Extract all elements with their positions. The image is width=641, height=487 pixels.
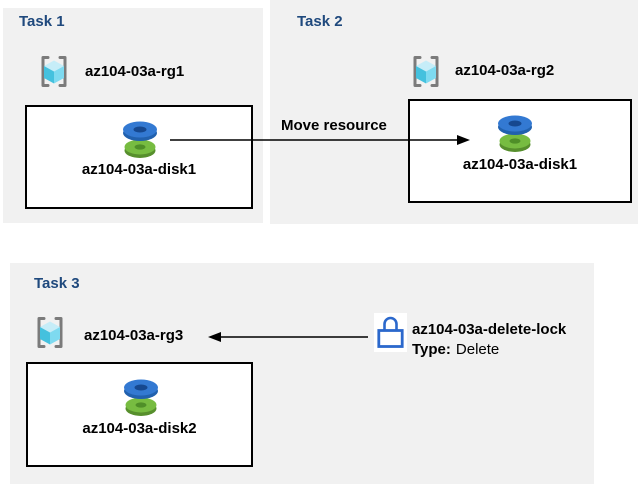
task3-title: Task 3 — [34, 275, 80, 292]
lock-type-label: Type: — [412, 341, 451, 358]
resource-group-icon — [408, 53, 444, 95]
resource-group-name: az104-03a-rg3 — [84, 327, 184, 344]
disk-icon — [496, 111, 534, 158]
resource-box — [26, 362, 253, 467]
resource-group-name: az104-03a-rg2 — [455, 62, 555, 79]
move-resource-label: Move resource — [281, 117, 387, 134]
disk-name: az104-03a-disk1 — [462, 156, 578, 173]
delete-lock-name: az104-03a-delete-lock — [412, 321, 567, 338]
task2-title: Task 2 — [297, 13, 343, 30]
disk-name: az104-03a-disk1 — [81, 161, 197, 178]
delete-lock-info: az104-03a-delete-lock Type:Delete — [412, 320, 566, 360]
lock-type-value: Delete — [455, 341, 500, 358]
delete-lock-icon — [374, 313, 407, 352]
disk-icon — [122, 375, 160, 422]
resource-group-name: az104-03a-rg1 — [85, 63, 185, 80]
resource-group-icon — [36, 53, 72, 95]
lock-arrow-icon — [206, 329, 370, 350]
move-resource-arrow-icon — [169, 132, 473, 153]
resource-group-icon — [32, 314, 68, 356]
task1-title: Task 1 — [19, 13, 65, 30]
disk-icon — [121, 117, 159, 164]
disk-name: az104-03a-disk2 — [82, 420, 197, 437]
